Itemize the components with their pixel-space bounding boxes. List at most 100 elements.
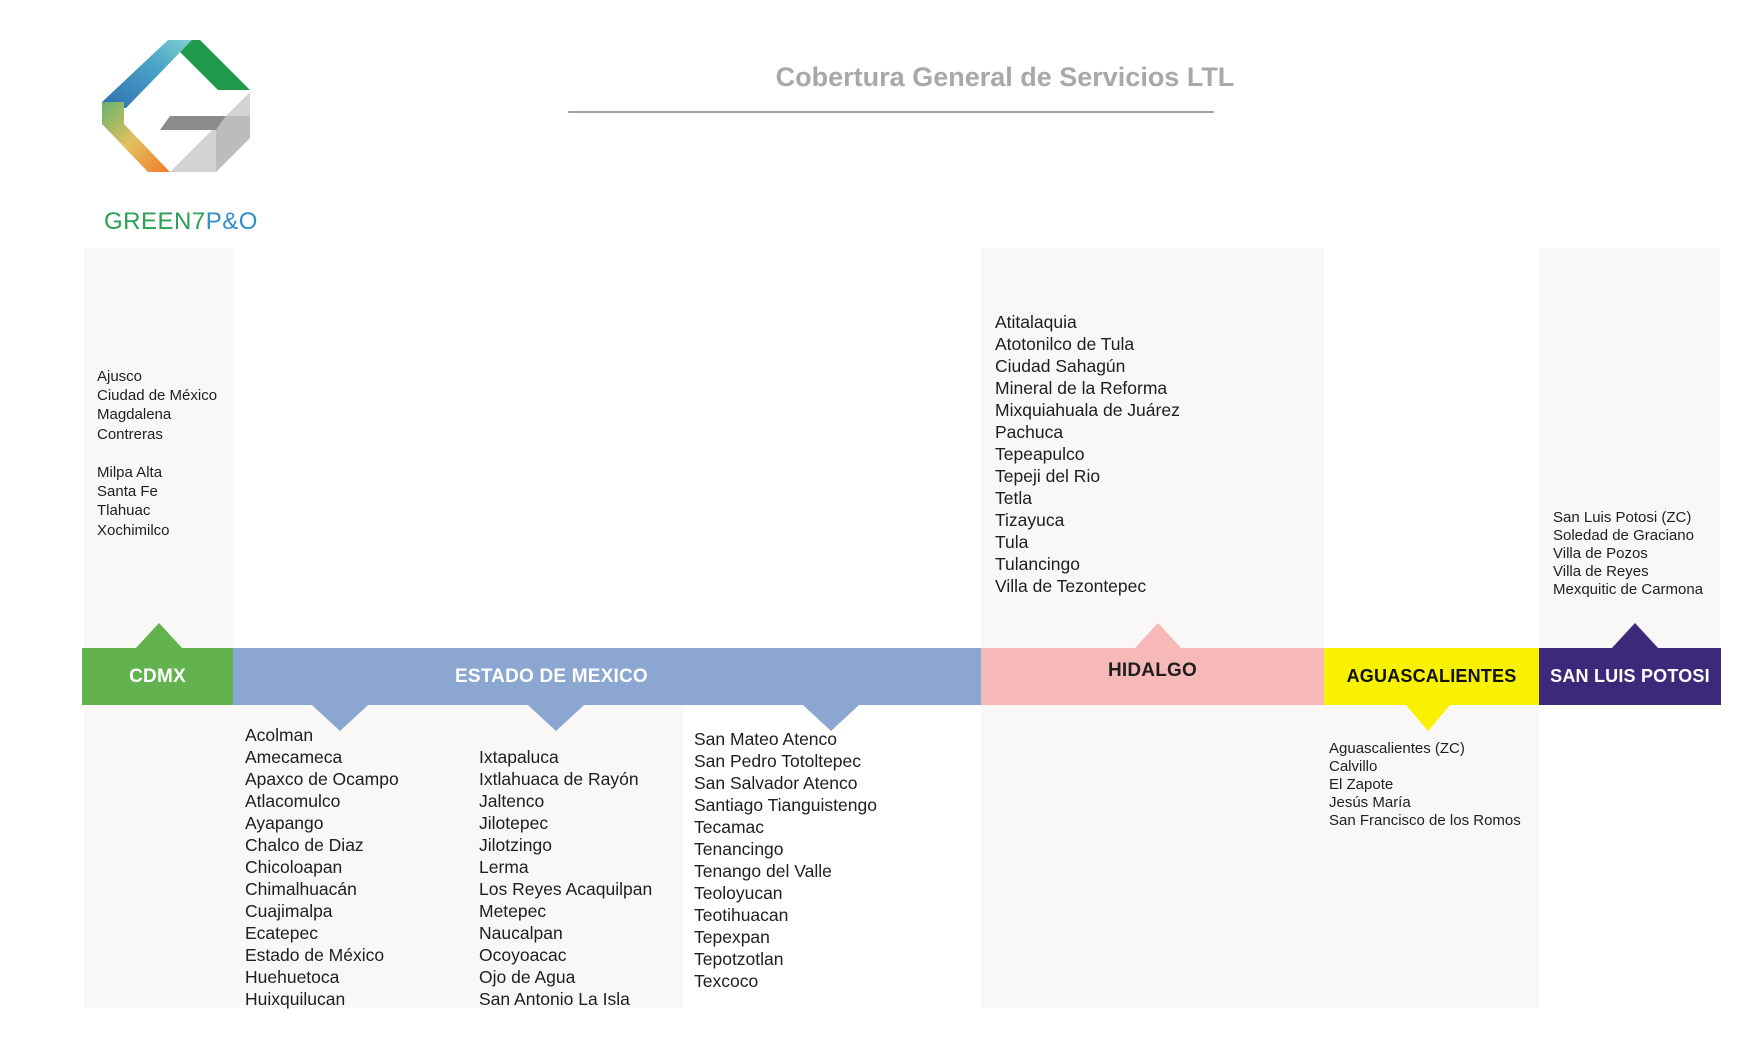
list-item: Estado de México — [245, 945, 385, 965]
list-item: Santiago Tianguistengo — [694, 795, 877, 815]
san-luis-potosi-list: San Luis Potosi (ZC) Soledad de Graciano… — [1553, 509, 1703, 599]
list-item: Ayapango — [245, 813, 324, 833]
list-item: Tepeapulco — [995, 444, 1085, 464]
list-item: Atotonilco de Tula — [995, 334, 1135, 354]
cdmx-label: CDMX — [129, 665, 186, 687]
estado-mexico-list-col1: Acolman Amecameca Apaxco de Ocampo Atlac… — [245, 724, 399, 1010]
logo-text-green7: GREEN7 — [104, 208, 206, 235]
list-item-spacer — [97, 444, 217, 463]
list-item: Villa de Pozos — [1553, 545, 1648, 562]
list-item: Soledad de Graciano — [1553, 527, 1694, 544]
hidalgo-pointer — [1134, 623, 1182, 649]
aguascalientes-panel — [1324, 705, 1539, 1008]
list-item: Ixtapaluca — [479, 747, 559, 767]
logo-text-po: P&O — [205, 208, 258, 235]
list-item: Los Reyes Acaquilpan — [479, 879, 653, 899]
list-item: Chalco de Diaz — [245, 835, 364, 855]
list-item: Amecameca — [245, 747, 343, 767]
list-item: Teotihuacan — [694, 905, 789, 925]
aguascalientes-label: AGUASCALIENTES — [1346, 666, 1517, 686]
list-item: Calvillo — [1329, 758, 1378, 775]
list-item: Lerma — [479, 857, 529, 877]
list-item: Mixquiahuala de Juárez — [995, 400, 1180, 420]
list-item: Ojo de Agua — [479, 967, 576, 987]
list-item: Jilotzingo — [479, 835, 552, 855]
list-item: San Antonio La Isla — [479, 989, 630, 1009]
list-item: Metepec — [479, 901, 547, 921]
aguascalientes-band: AGUASCALIENTES — [1324, 648, 1539, 705]
aguascalientes-list: Aguascalientes (ZC) Calvillo El Zapote J… — [1329, 740, 1521, 830]
estado-mexico-list-col3: San Mateo Atenco San Pedro Totoltepec Sa… — [694, 728, 877, 992]
estado-mexico-lower-panel — [233, 705, 683, 1008]
hidalgo-band: HIDALGO — [981, 648, 1324, 705]
list-item: Atlacomulco — [245, 791, 341, 811]
list-item: Tecamac — [694, 817, 765, 837]
san-luis-potosi-pointer — [1611, 623, 1659, 649]
list-item: Santa Fe — [97, 483, 158, 501]
estado-mexico-label: ESTADO DE MEXICO — [455, 665, 648, 687]
list-item: Milpa Alta — [97, 464, 163, 482]
estado-mexico-pointer-1 — [312, 705, 368, 731]
cdmx-band: CDMX — [82, 648, 233, 705]
list-item: Tenango del Valle — [694, 861, 832, 881]
list-item: San Mateo Atenco — [694, 729, 838, 749]
list-item: San Salvador Atenco — [694, 773, 858, 793]
list-item: Tepotzotlan — [694, 949, 784, 969]
list-item: Jesús María — [1329, 794, 1411, 811]
list-item: Aguascalientes (ZC) — [1329, 740, 1465, 757]
cdmx-list: Ajusco Ciudad de México Magdalena Contre… — [97, 367, 217, 540]
list-item: Tizayuca — [995, 510, 1065, 530]
list-item: Ciudad de México — [97, 387, 218, 405]
list-item: Pachuca — [995, 422, 1064, 442]
list-item: Apaxco de Ocampo — [245, 769, 399, 789]
list-item: Villa de Tezontepec — [995, 576, 1147, 596]
list-item: El Zapote — [1329, 776, 1394, 793]
green7-logo-icon — [102, 40, 250, 172]
list-item: Contreras — [97, 425, 163, 443]
aguascalientes-pointer — [1406, 705, 1450, 731]
list-item: Ciudad Sahagún — [995, 356, 1126, 376]
list-item: Huehuetoca — [245, 967, 340, 987]
list-item: Ixtlahuaca de Rayón — [479, 769, 639, 789]
list-item: Tulancingo — [995, 554, 1080, 574]
san-luis-potosi-panel — [1539, 248, 1720, 648]
list-item: Acolman — [245, 725, 314, 745]
list-item: Tetla — [995, 488, 1032, 508]
estado-mexico-band: ESTADO DE MEXICO — [233, 648, 981, 705]
san-luis-potosi-band: SAN LUIS POTOSI — [1539, 648, 1721, 705]
estado-mexico-list-col2: Ixtapaluca Ixtlahuaca de Rayón Jaltenco … — [479, 746, 652, 1010]
estado-mexico-pointer-2 — [528, 705, 584, 731]
estado-mexico-pointer-3 — [803, 705, 859, 731]
list-item: Atitalaquia — [995, 312, 1077, 332]
san-luis-potosi-label: SAN LUIS POTOSI — [1550, 666, 1710, 686]
list-item: Chicoloapan — [245, 857, 343, 877]
list-item: Ajusco — [97, 368, 143, 385]
list-item: Tenancingo — [694, 839, 784, 859]
list-item: Ocoyoacac — [479, 945, 567, 965]
page-title: Cobertura General de Servicios LTL — [775, 62, 1235, 92]
list-item: Chimalhuacán — [245, 879, 357, 899]
cdmx-pointer — [135, 623, 183, 649]
list-item: Tepeji del Rio — [995, 466, 1101, 486]
list-item: San Luis Potosi (ZC) — [1553, 509, 1692, 526]
list-item: Mexquitic de Carmona — [1553, 581, 1704, 598]
list-item: Huixquilucan — [245, 989, 346, 1009]
title-underline — [568, 111, 1214, 113]
list-item: Teoloyucan — [694, 883, 783, 903]
list-item: Cuajimalpa — [245, 901, 333, 921]
list-item: Tula — [995, 532, 1029, 552]
hidalgo-label: HIDALGO — [1107, 660, 1197, 681]
list-item: Xochimilco — [97, 521, 170, 539]
list-item: Naucalpan — [479, 923, 563, 943]
company-logo: GREEN7P&O — [96, 38, 266, 238]
list-item: Tlahuac — [97, 502, 151, 520]
list-item: San Francisco de los Romos — [1329, 812, 1521, 829]
list-item: Tepexpan — [694, 927, 770, 947]
list-item: Ecatepec — [245, 923, 318, 943]
list-item: Jilotepec — [479, 813, 549, 833]
list-item: Magdalena — [97, 406, 172, 424]
hidalgo-list: Atitalaquia Atotonilco de Tula Ciudad Sa… — [995, 311, 1180, 597]
list-item: Texcoco — [694, 971, 759, 991]
list-item: Jaltenco — [479, 791, 545, 811]
list-item: Villa de Reyes — [1553, 563, 1649, 580]
